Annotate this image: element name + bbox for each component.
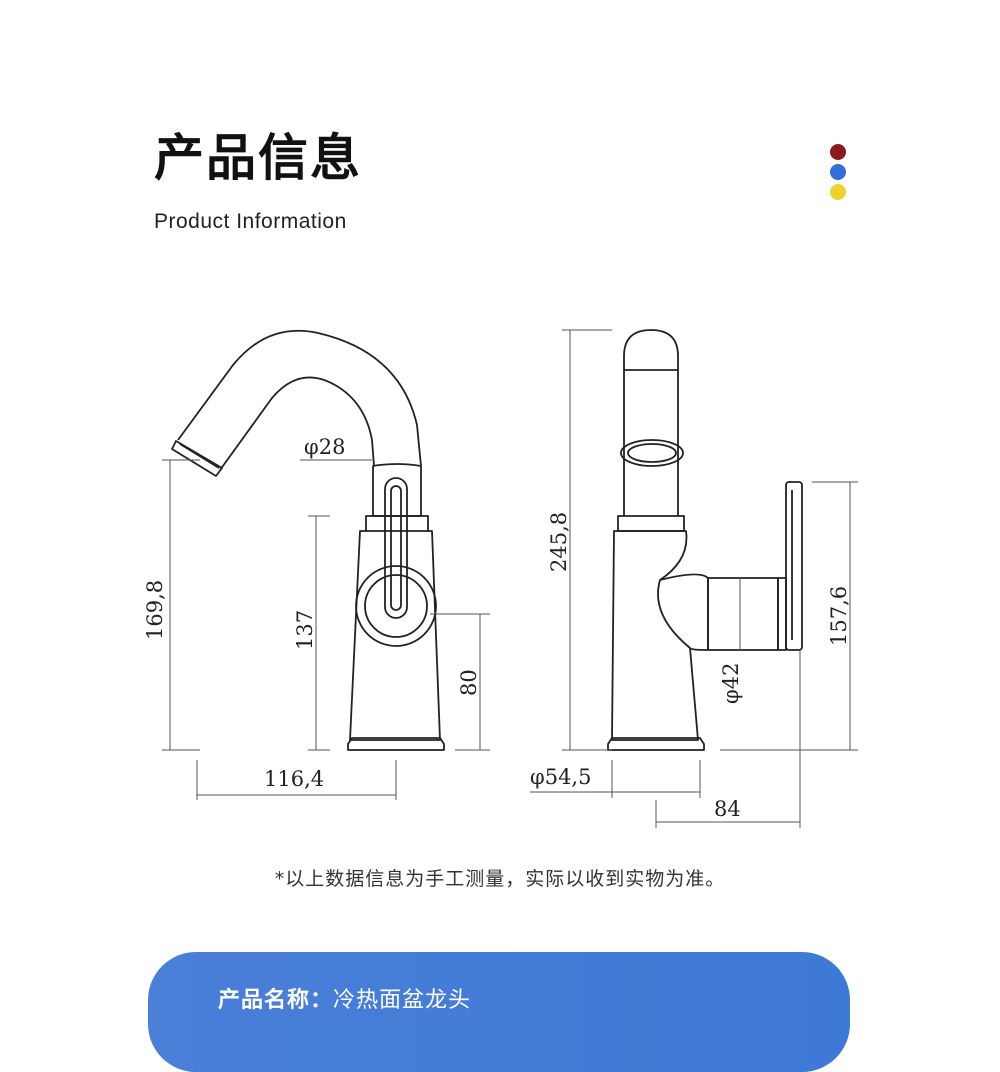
measurement-note: *以上数据信息为手工测量，实际以收到实物为准。 [274, 868, 726, 890]
product-name-row: 产品名称：冷热面盆龙头 [218, 982, 471, 1014]
side-pipe-diameter-label: φ28 [304, 435, 345, 459]
side-view [171, 329, 445, 751]
base [347, 737, 445, 751]
product-name-label: 产品名称： [218, 988, 334, 1013]
front-dimension-lines [530, 329, 858, 828]
product-name-value: 冷热面盆龙头 [333, 988, 472, 1013]
front-total-height-label: 245,8 [547, 512, 571, 572]
front-base [607, 737, 705, 751]
side-total-height-label: 169,8 [143, 580, 167, 640]
yellow-dot [830, 184, 846, 200]
nozzle-ring [620, 439, 684, 467]
spout-nozzle [171, 440, 223, 477]
faucet-technical-drawing: 169,8 φ28 137 80 116,4 245,8 157,6 φ42 φ… [143, 329, 858, 828]
blue-dot [830, 164, 846, 180]
front-handle-height-label: 157,6 [827, 586, 851, 646]
handle-cylinder [707, 577, 779, 651]
spout-collar [372, 463, 422, 517]
front-handle-diameter-label: φ42 [719, 663, 743, 704]
pipe [623, 329, 679, 516]
front-depth-label: 84 [714, 797, 741, 821]
lever-plate [785, 481, 803, 651]
spout-inner [219, 376, 375, 471]
red-dot [830, 144, 846, 160]
front-view [607, 329, 803, 751]
accent-dots [830, 144, 848, 204]
side-dimension-lines [162, 459, 490, 800]
body [349, 515, 441, 741]
page-subtitle: Product Information [154, 210, 347, 233]
side-body-height-label: 137 [293, 610, 317, 650]
page-title: 产品信息 [154, 129, 362, 187]
side-spout-reach-label: 116,4 [264, 767, 324, 791]
front-base-diameter-label: φ54,5 [530, 765, 591, 789]
handle-disc [355, 565, 437, 647]
lever [384, 477, 408, 619]
front-body [611, 530, 699, 741]
spout-outer [177, 329, 422, 467]
product-name-banner: 产品名称：冷热面盆龙头 [148, 952, 850, 1072]
side-handle-height-label: 80 [457, 669, 481, 696]
